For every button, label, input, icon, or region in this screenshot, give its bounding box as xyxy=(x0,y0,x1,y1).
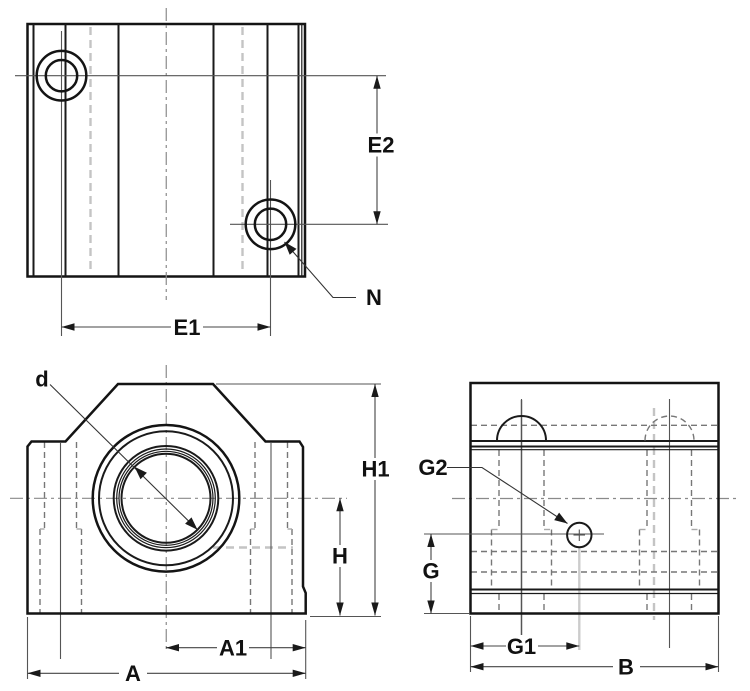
top-view: E1 E2 N xyxy=(15,8,398,340)
label-mask xyxy=(365,133,398,157)
bearing-ring-circle xyxy=(112,445,220,552)
side-body-outline xyxy=(469,381,720,615)
hidden-counterbore-dome-arc xyxy=(644,415,695,441)
label-mask xyxy=(613,656,640,678)
housing-bore-circle xyxy=(91,423,241,573)
dim-label-g1: G1 xyxy=(507,634,536,659)
leader-line-d xyxy=(49,384,198,531)
diameter-arrow xyxy=(134,466,147,480)
dim-label-g: G xyxy=(422,559,439,584)
label-mask xyxy=(217,637,249,659)
counterbore-dome-arc xyxy=(496,415,547,441)
label-mask xyxy=(360,458,391,480)
side-view: G2 G G1 B xyxy=(418,381,740,680)
diameter-arrow xyxy=(185,517,198,530)
dim-label-h1: H1 xyxy=(361,457,389,482)
label-mask xyxy=(119,662,147,685)
mount-hole-outer-circle xyxy=(35,49,88,102)
front-body-outline xyxy=(26,382,307,615)
dim-label-h: H xyxy=(332,544,348,569)
grease-hole-circle xyxy=(566,521,593,549)
dim-label-b: B xyxy=(618,655,634,680)
dim-label-a1: A1 xyxy=(219,636,247,661)
dim-label-g2: G2 xyxy=(418,455,447,480)
leader-arrow-n xyxy=(284,242,297,255)
label-mask xyxy=(419,560,443,582)
label-mask xyxy=(506,635,538,657)
label-mask xyxy=(171,316,203,338)
front-view: d A1 A H H1 xyxy=(10,365,391,686)
mount-hole-inner-circle xyxy=(44,58,79,93)
bearing-ring-circle xyxy=(118,450,214,546)
mount-hole-outer-circle xyxy=(244,198,297,251)
leader-line-n xyxy=(284,241,356,299)
label-mask xyxy=(328,545,352,567)
dim-label-n: N xyxy=(366,285,382,310)
mount-hole-inner-circle xyxy=(253,207,288,242)
leader-line-g2 xyxy=(447,466,568,524)
dim-label-a: A xyxy=(125,661,141,686)
leader-arrow-g2 xyxy=(554,512,568,524)
shaft-bore-circle xyxy=(120,452,212,544)
bearing-ring-circle xyxy=(116,448,216,549)
dim-label-d: d xyxy=(35,367,48,392)
housing-chamfer-circle xyxy=(98,430,234,567)
dim-label-e2: E2 xyxy=(368,133,395,158)
dim-label-e1: E1 xyxy=(174,315,201,340)
